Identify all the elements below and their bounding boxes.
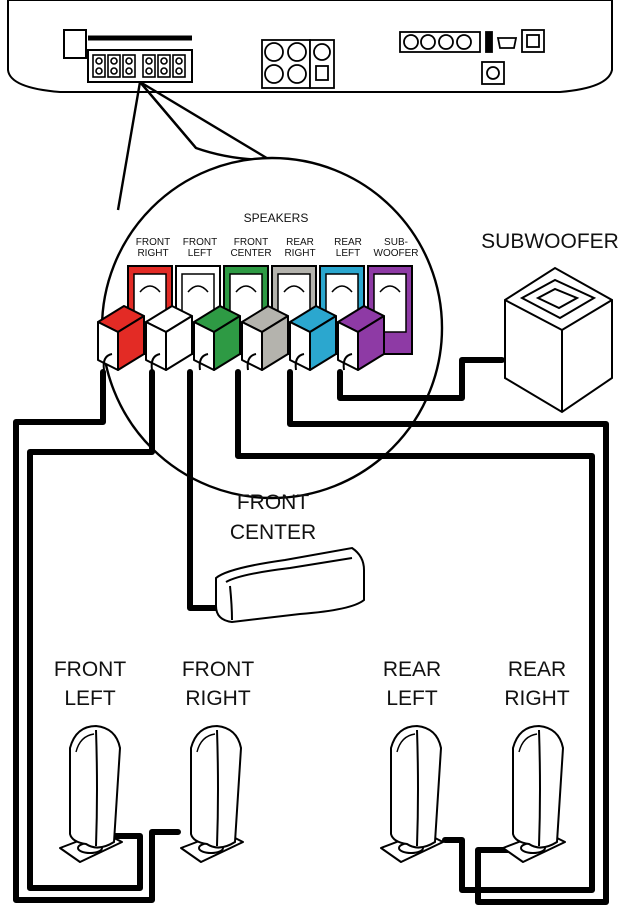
tower-speaker-icon-1: [180, 725, 244, 863]
plug-icon-0: [97, 305, 145, 371]
subwoofer-icon: [504, 266, 613, 414]
speaker-plugs: [97, 305, 385, 371]
plug-icon-3: [241, 305, 289, 371]
rear-left-label: REAR LEFT: [382, 658, 442, 711]
subwoofer-label: SUBWOOFER: [481, 230, 619, 253]
plug-icon-1: [145, 305, 193, 371]
speakers-heading: SPEAKERS: [243, 211, 309, 225]
terminal-label-rear-left: REAR LEFT: [334, 237, 362, 259]
wire-rear-right: [287, 369, 609, 905]
main-unit-speaker-terminal-block: [92, 54, 186, 78]
plug-icon-4: [289, 305, 337, 371]
tower-speakers: [59, 725, 566, 863]
front-center-label: FRONT CENTER: [229, 491, 317, 545]
center-speaker-icon: [215, 546, 365, 624]
terminal-label-front-right: FRONT RIGHT: [135, 237, 171, 259]
wire-rear-left: [235, 369, 595, 893]
tower-speaker-icon-0: [59, 725, 123, 863]
wire-front-right-outer: [13, 369, 181, 903]
rear-right-label: REAR RIGHT: [504, 658, 570, 711]
terminal-label-rear-right: REAR RIGHT: [284, 237, 316, 259]
tower-speaker-icon-2: [380, 725, 444, 863]
front-left-label: FRONT LEFT: [53, 658, 127, 711]
main-unit-connectors: [261, 29, 545, 89]
terminal-label-front-center: FRONT CENTER: [230, 237, 272, 259]
front-right-label: FRONT RIGHT: [181, 658, 255, 711]
speaker-wires: [13, 357, 609, 905]
wire-subwoofer: [337, 357, 505, 401]
wire-front-center: [187, 369, 221, 611]
plug-icon-5: [337, 305, 385, 371]
tower-speaker-icon-3: [502, 725, 566, 863]
terminal-label-subwoofer: SUB- WOOFER: [373, 237, 419, 259]
plug-icon-2: [193, 305, 241, 371]
terminal-label-front-left: FRONT LEFT: [182, 237, 218, 259]
wire-front-left-loop: [27, 369, 155, 891]
